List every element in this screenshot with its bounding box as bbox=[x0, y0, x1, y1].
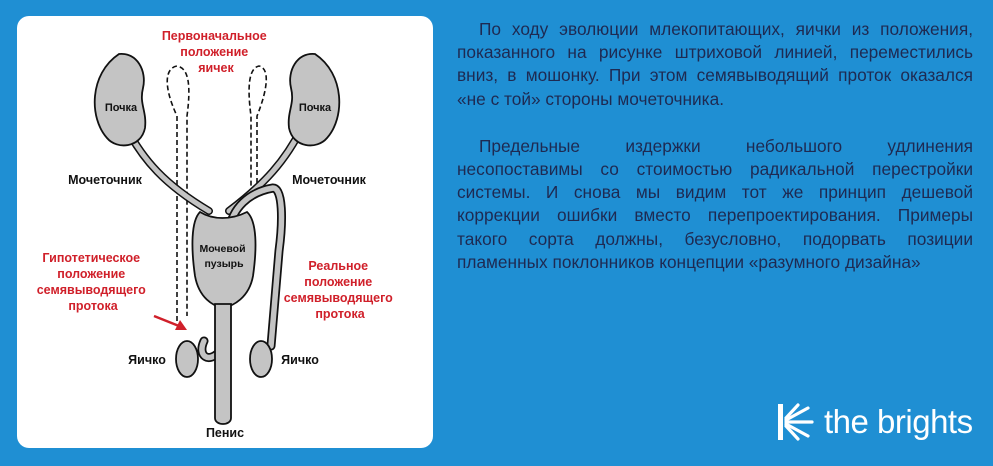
kidney-left-shape bbox=[93, 53, 147, 147]
ureter-left-label: Мочеточник bbox=[68, 173, 143, 187]
bladder-shape bbox=[191, 210, 257, 309]
sunburst-logo-icon bbox=[778, 403, 814, 441]
testis-left-shape bbox=[175, 340, 199, 378]
brand-name: the brights bbox=[824, 403, 973, 440]
original-position-label: Первоначальное положение яичек bbox=[162, 29, 270, 75]
brand-logo: the brights bbox=[778, 402, 973, 442]
paragraph-evolution: По ходу эволюции млекопитающих, яички из… bbox=[457, 19, 973, 109]
testis-right-label: Яичко bbox=[281, 353, 319, 367]
explanation-text: По ходу эволюции млекопитающих, яички из… bbox=[457, 18, 973, 274]
annotation-arrowhead bbox=[175, 320, 187, 330]
urethra-shape bbox=[214, 303, 232, 425]
testis-left-label: Яичко bbox=[128, 353, 166, 367]
kidney-right-label: Почка bbox=[299, 102, 332, 114]
kidney-right-shape bbox=[287, 53, 341, 147]
penis-label: Пенис bbox=[206, 426, 244, 440]
real-duct-label: Реальное положение семявыводящего проток… bbox=[284, 259, 397, 321]
ureter-right-label: Мочеточник bbox=[292, 173, 367, 187]
annotation-arrow bbox=[153, 314, 180, 328]
hypothetical-duct-label: Гипотетическое положение семявыводящего … bbox=[37, 251, 150, 313]
paragraph-design: Предельные издержки небольшого удлинения… bbox=[457, 135, 973, 272]
bladder-label: Мочевой пузырь bbox=[200, 243, 249, 270]
real-vas-deferens bbox=[197, 183, 286, 362]
kidney-left-label: Почка bbox=[105, 102, 138, 114]
anatomy-diagram: Первоначальное положение яичек Почка Поч… bbox=[37, 29, 397, 440]
testis-right-shape bbox=[249, 340, 273, 378]
diagram-panel: Первоначальное положение яичек Почка Поч… bbox=[17, 16, 433, 448]
original-testis-dashed-outline bbox=[166, 65, 268, 321]
